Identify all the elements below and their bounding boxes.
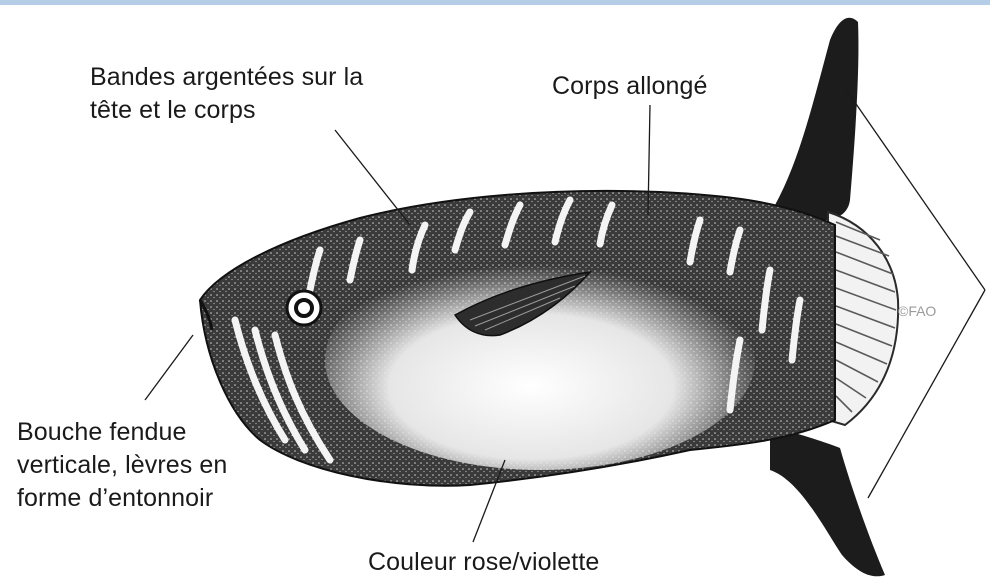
- upper-fin: [775, 18, 858, 221]
- rear-frill: [828, 212, 898, 425]
- label-mouth: Bouche fendue verticale, lèvres en forme…: [17, 416, 227, 515]
- label-elongated-body: Corps allongé: [552, 70, 708, 103]
- fao-credit: ©FAO: [898, 303, 936, 319]
- label-silver-bands: Bandes argentées sur la tête et le corps: [90, 61, 363, 127]
- lower-fin: [770, 425, 885, 576]
- label-color: Couleur rose/violette: [368, 546, 599, 579]
